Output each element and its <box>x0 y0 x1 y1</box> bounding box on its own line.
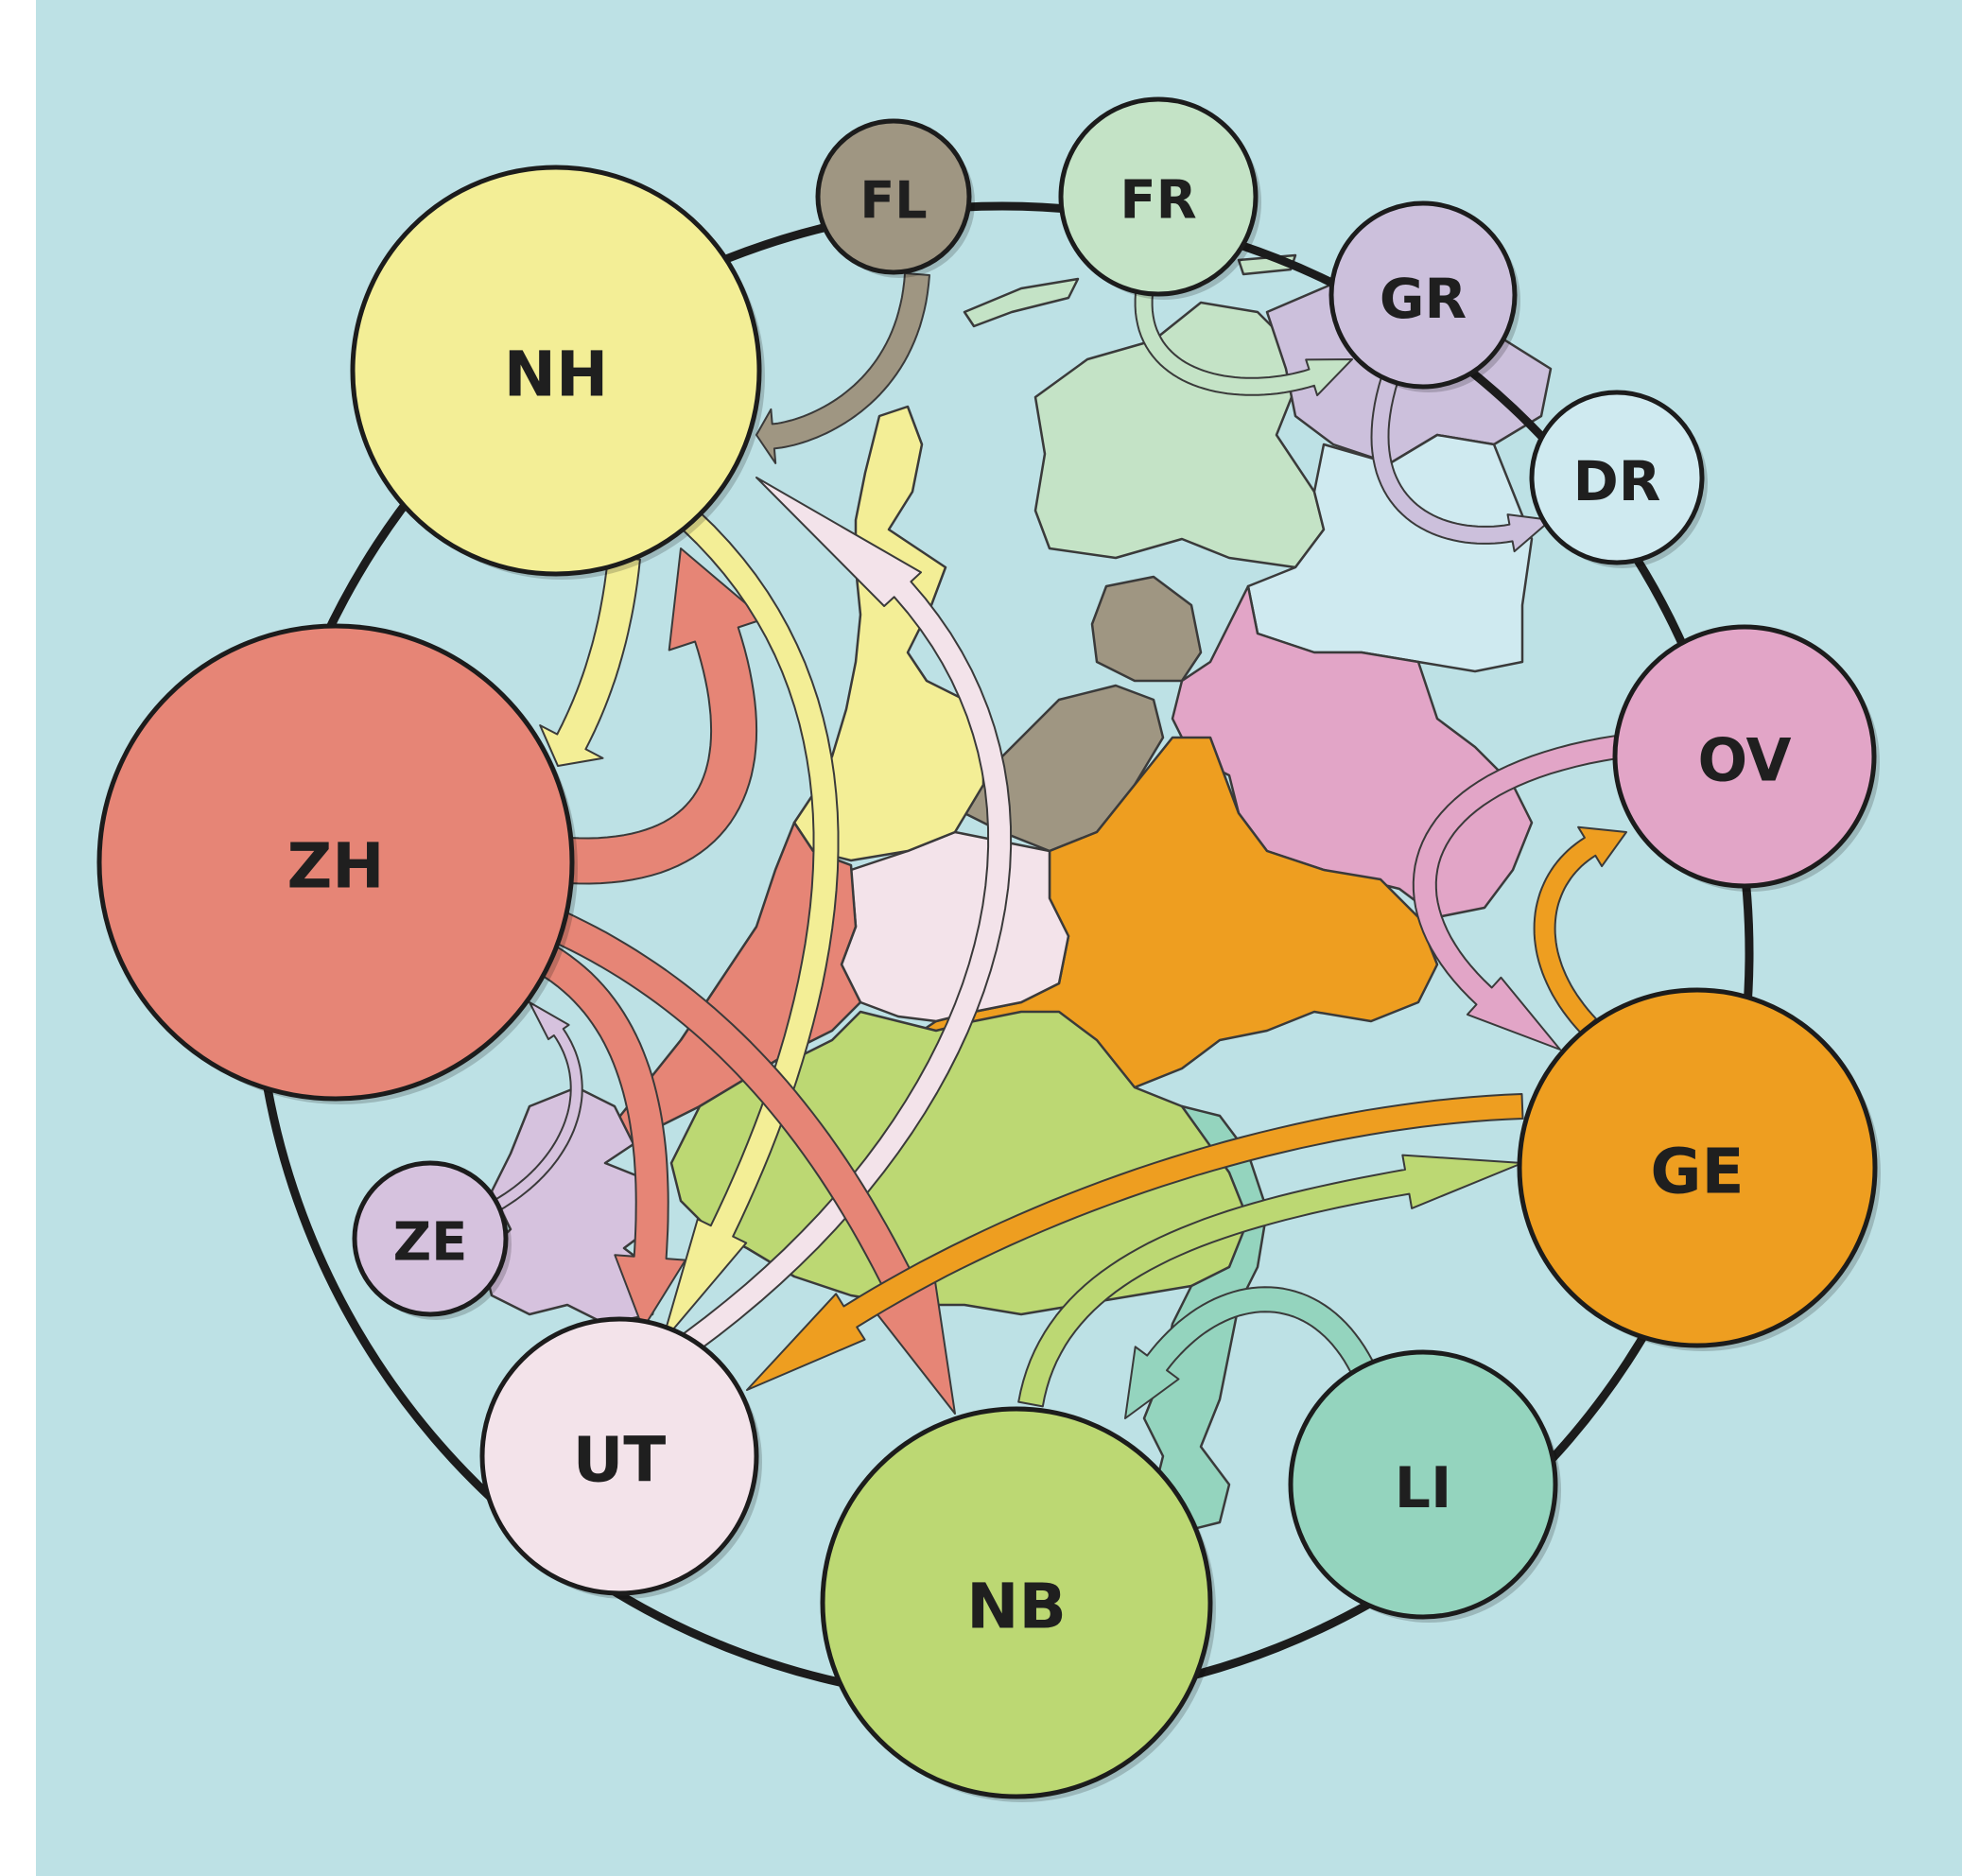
node-li: LI <box>1288 1349 1561 1623</box>
map-region-north-holland <box>792 405 985 862</box>
node-dr: DR <box>1529 390 1708 568</box>
node-ut: UT <box>479 1316 762 1599</box>
flow-arrow-li-to-nb <box>1124 1286 1374 1419</box>
node-circle-fr <box>1058 96 1259 297</box>
flow-arrow-ze-to-zh <box>493 1001 583 1212</box>
flow-arrow-nh-to-zh <box>539 555 641 767</box>
node-nb: NB <box>820 1406 1216 1802</box>
node-label-zh: ZH <box>286 830 384 903</box>
node-ge: GE <box>1517 987 1881 1351</box>
flow-arrow-fl-to-nh <box>755 272 930 464</box>
node-zh: ZH <box>96 623 578 1104</box>
flow-arrow-zh-to-nb <box>541 906 956 1415</box>
node-gr: GR <box>1328 200 1520 392</box>
node-circle-li <box>1288 1349 1558 1620</box>
node-label-ut: UT <box>573 1424 667 1497</box>
flow-arrow-gr-to-dr <box>1370 374 1552 553</box>
node-circle-dr <box>1529 390 1705 565</box>
node-fl: FL <box>815 118 975 278</box>
flow-arrow-nb-to-ge <box>1017 1154 1523 1408</box>
flow-arrow-ov-to-ge <box>1412 735 1620 1051</box>
node-circle-nh <box>350 165 762 577</box>
node-circle-fl <box>815 118 972 275</box>
node-label-ov: OV <box>1697 726 1791 795</box>
migration-flows <box>493 272 1627 1419</box>
node-circle-ov <box>1612 624 1877 889</box>
node-label-ge: GE <box>1650 1136 1744 1208</box>
flow-arrow-ut-to-nh <box>682 477 1013 1353</box>
province-nodes: NH ZH FL FR GR DR OV GE LI NB UT ZE <box>96 96 1881 1802</box>
node-fr: FR <box>1058 96 1261 300</box>
node-label-gr: GR <box>1380 267 1467 331</box>
node-label-dr: DR <box>1573 449 1661 513</box>
node-label-li: LI <box>1395 1455 1452 1521</box>
flow-arrow-zh-to-ut <box>530 940 686 1329</box>
node-label-nb: NB <box>966 1571 1067 1643</box>
flow-arrow-ge-to-ov <box>1533 825 1627 1034</box>
node-circle-gr <box>1328 200 1518 390</box>
node-label-fr: FR <box>1120 170 1196 232</box>
node-circle-nb <box>820 1406 1213 1799</box>
node-circle-ut <box>479 1316 759 1596</box>
flow-arrow-nh-to-ut <box>661 510 840 1344</box>
flow-arrow-fr-to-gr <box>1134 291 1353 397</box>
node-ze: ZE <box>352 1160 512 1320</box>
node-circle-ge <box>1517 987 1878 1348</box>
node-label-ze: ZE <box>393 1212 468 1274</box>
node-label-fl: FL <box>859 171 927 231</box>
node-circle-zh <box>96 623 575 1102</box>
node-circle-ze <box>352 1160 509 1317</box>
flow-arrow-ge-to-ut <box>746 1093 1524 1391</box>
flow-arrow-zh-to-nh <box>564 547 765 885</box>
node-nh: NH <box>350 165 765 580</box>
map-region-drenthe <box>1246 433 1534 673</box>
node-label-nh: NH <box>504 339 608 411</box>
node-ov: OV <box>1612 624 1880 892</box>
map-region-friesland-island <box>963 277 1080 328</box>
